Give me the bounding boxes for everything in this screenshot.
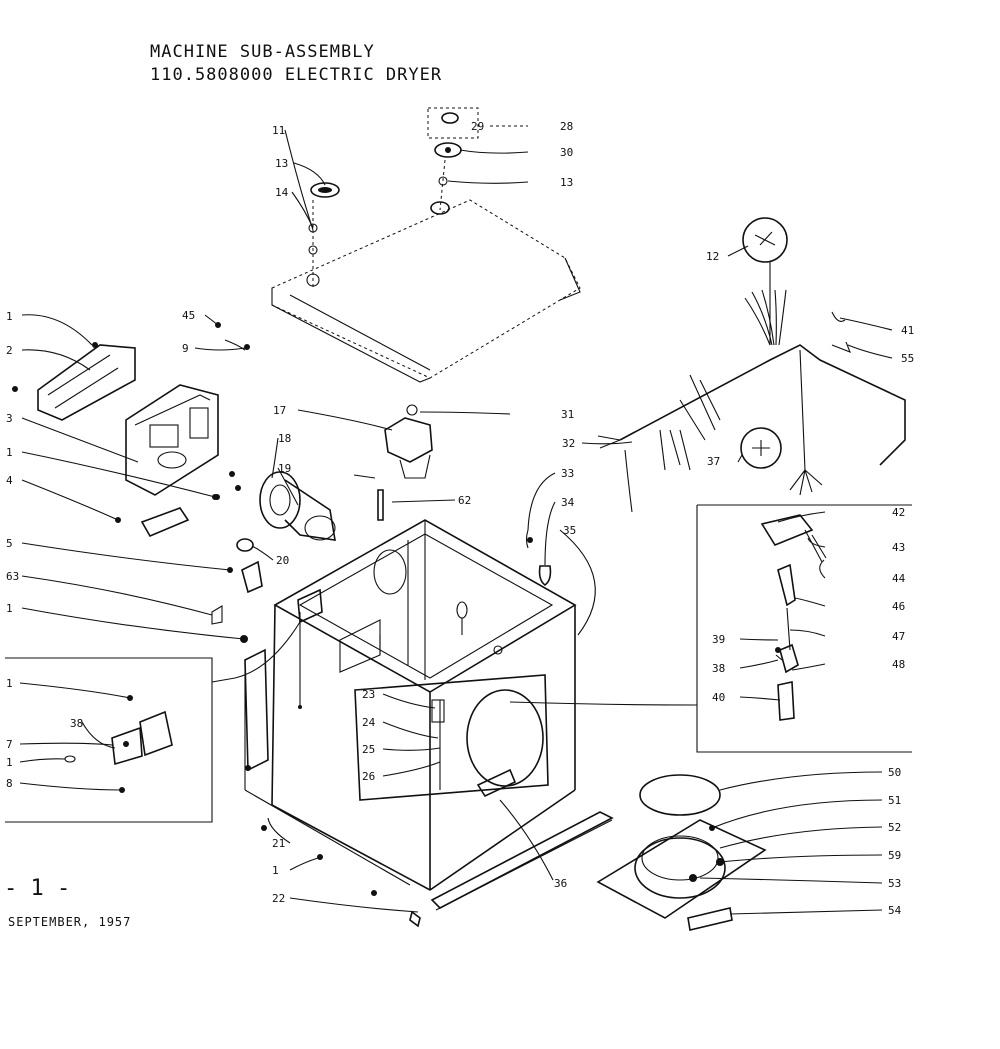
left-inset (5, 657, 213, 823)
cabinet (244, 519, 577, 896)
callout: 9 (182, 342, 189, 355)
callout: 30 (560, 146, 573, 159)
callout: 5 (6, 537, 13, 550)
callout: 45 (182, 309, 195, 322)
callout: 21 (272, 837, 285, 850)
callout: 48 (892, 658, 905, 671)
callout: 23 (362, 688, 375, 701)
top-panel (271, 199, 581, 383)
callout: 28 (560, 120, 573, 133)
diagram-title: MACHINE SUB-ASSEMBLY (150, 42, 375, 62)
callout: 1 (6, 310, 13, 323)
callout: 46 (892, 600, 905, 613)
callout: 38 (712, 662, 725, 675)
callout: 20 (276, 554, 289, 567)
motor-fan (212, 471, 336, 552)
callout: 43 (892, 541, 905, 554)
callout: 29 (471, 120, 484, 133)
callout: 26 (362, 770, 375, 783)
top-hardware (306, 107, 479, 290)
callout: 3 (6, 412, 13, 425)
callout: 2 (6, 344, 13, 357)
callout: 13 (275, 157, 288, 170)
callout: 36 (554, 877, 567, 890)
callout: 53 (888, 877, 901, 890)
callout: 62 (458, 494, 471, 507)
callout: 19 (278, 462, 291, 475)
wiring-harness (597, 217, 906, 513)
callout: 4 (6, 474, 13, 487)
callout: 63 (6, 570, 19, 583)
callout: 51 (888, 794, 901, 807)
callout: 40 (712, 691, 725, 704)
callout: 1 (6, 446, 13, 459)
callout: 12 (706, 250, 719, 263)
callout: 17 (273, 404, 286, 417)
callout: 47 (892, 630, 905, 643)
callout: 54 (888, 904, 902, 917)
callout: 8 (6, 777, 13, 790)
callout: 39 (712, 633, 725, 646)
callout: 52 (888, 821, 901, 834)
left-brackets (115, 322, 263, 643)
callout: 13 (560, 176, 573, 189)
callout: 41 (901, 324, 914, 337)
leader-lines (19, 125, 893, 915)
callout: 59 (888, 849, 901, 862)
bearing-assembly (353, 404, 433, 521)
callout: 42 (892, 506, 905, 519)
callout: 1 (272, 864, 279, 877)
callout: 37 (707, 455, 720, 468)
callout: 22 (272, 892, 285, 905)
callout: 7 (6, 738, 13, 751)
callout: 33 (561, 467, 574, 480)
callout: 34 (561, 496, 575, 509)
callout: 18 (278, 432, 291, 445)
callout: 32 (562, 437, 575, 450)
callout: 38 (70, 717, 83, 730)
callout: 25 (362, 743, 375, 756)
callout: 31 (561, 408, 574, 421)
callout: 35 (563, 524, 576, 537)
callout: 44 (892, 572, 906, 585)
callout: 1 (6, 602, 13, 615)
callout: 55 (901, 352, 914, 365)
callout: 50 (888, 766, 901, 779)
page-number: - 1 - (4, 876, 71, 901)
callout: 1 (6, 677, 13, 690)
callout-labels: 1 2 3 1 4 5 63 1 9 45 1 38 7 1 8 11 13 1… (6, 120, 914, 917)
heater-box (12, 342, 219, 496)
callout: 14 (275, 186, 289, 199)
base-trim (409, 811, 614, 928)
callout: 24 (362, 716, 376, 729)
diagram-model-number: 110.5808000 ELECTRIC DRYER (150, 65, 443, 85)
publication-date: SEPTEMBER, 1957 (8, 915, 132, 929)
drive-motor (596, 774, 767, 931)
callout: 1 (6, 756, 13, 769)
callout: 11 (272, 124, 285, 137)
right-inset (696, 504, 912, 753)
